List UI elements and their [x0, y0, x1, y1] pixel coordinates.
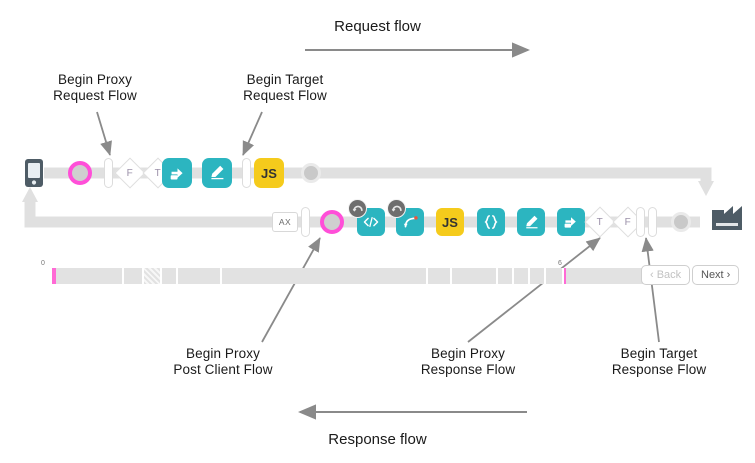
ax-box-icon: AX: [272, 212, 298, 232]
target-server-icon: [712, 206, 742, 230]
timeline-segment[interactable]: [162, 268, 178, 284]
loop-icon: [348, 199, 367, 218]
annotation-begin-proxy-response: Begin Proxy Response Flow: [420, 346, 516, 377]
edit-policy-response[interactable]: [517, 208, 545, 236]
leader-begin-proxy-request: [96, 111, 112, 156]
timeline-segment[interactable]: [566, 268, 580, 284]
edit-policy[interactable]: [202, 158, 232, 188]
next-button[interactable]: Next ›: [692, 265, 740, 285]
condition-false-label: F: [126, 167, 134, 179]
curved-arrow-icon: [387, 199, 424, 236]
post-client-gate[interactable]: [301, 207, 310, 237]
timeline-segment[interactable]: [222, 268, 428, 284]
assign-message-policy[interactable]: [162, 158, 192, 188]
begin-target-request-gate[interactable]: [242, 158, 251, 188]
condition-false-label: F: [624, 216, 632, 228]
flow-gate[interactable]: [104, 158, 113, 188]
timeline-segment[interactable]: [428, 268, 452, 284]
json-policy[interactable]: [477, 208, 505, 236]
javascript-policy[interactable]: JS: [254, 158, 284, 188]
diamond-shape-icon: F: [114, 157, 146, 189]
timeline-segment[interactable]: [530, 268, 546, 284]
timeline-start-label: 0: [41, 260, 45, 267]
loop-icon: [387, 199, 406, 218]
javascript-tile-icon: JS: [254, 158, 284, 188]
timeline-end-marker: [564, 268, 566, 284]
annotation-begin-proxy-request: Begin Proxy Request Flow: [53, 72, 137, 103]
begin-proxy-request-marker[interactable]: [68, 161, 92, 185]
response-track-path: [22, 187, 700, 228]
begin-proxy-post-client-marker[interactable]: [320, 210, 344, 234]
annotation-begin-proxy-post-client: Begin Proxy Post Client Flow: [173, 346, 273, 377]
pencil-icon: [517, 208, 545, 236]
assign-message-policy-response[interactable]: [557, 208, 585, 236]
response-flow-end-marker[interactable]: [671, 212, 691, 232]
condition-false-diamond[interactable]: F: [114, 157, 146, 189]
timeline-segment[interactable]: [514, 268, 530, 284]
request-flow-end-marker[interactable]: [301, 163, 321, 183]
back-button[interactable]: ‹ Back: [641, 265, 691, 285]
gray-ring-icon: [301, 163, 321, 183]
annotation-begin-target-response: Begin Target Response Flow: [611, 346, 707, 377]
leader-begin-target-response: [641, 237, 660, 343]
annotation-begin-target-request: Begin Target Request Flow: [243, 72, 327, 103]
timeline-segment[interactable]: [498, 268, 514, 284]
pink-ring-icon: [68, 161, 92, 185]
gate-bar-icon: [636, 207, 645, 237]
client-phone-icon: [25, 159, 43, 187]
response-flow-title: Response flow: [328, 431, 427, 448]
condition-true-diamond-response[interactable]: T: [584, 206, 616, 238]
javascript-tile-icon: JS: [436, 208, 464, 236]
braces-icon: [477, 208, 505, 236]
begin-proxy-response-gate[interactable]: [636, 207, 645, 237]
timeline-end-label: 6: [558, 260, 562, 267]
xml-policy[interactable]: [348, 199, 385, 236]
pencil-icon: [202, 158, 232, 188]
ax-analytics-node[interactable]: AX: [272, 212, 298, 232]
gate-bar-icon: [104, 158, 113, 188]
condition-true-label: T: [596, 216, 604, 228]
condition-true-label: T: [154, 167, 162, 179]
timeline-segment[interactable]: [124, 268, 144, 284]
timeline-segment-hatched[interactable]: [144, 268, 162, 284]
pink-ring-icon: [320, 210, 344, 234]
gate-bar-icon: [648, 207, 657, 237]
request-track-path: [44, 167, 714, 196]
raise-fault-policy[interactable]: [387, 199, 424, 236]
gray-ring-icon: [671, 212, 691, 232]
leader-begin-proxy-response: [467, 237, 601, 343]
request-flow-title: Request flow: [334, 18, 421, 35]
javascript-policy-response[interactable]: JS: [436, 208, 464, 236]
timeline-start-marker: [52, 268, 56, 284]
trace-timeline[interactable]: [52, 268, 647, 284]
gate-bar-icon: [301, 207, 310, 237]
diamond-shape-icon: T: [584, 206, 616, 238]
timeline-segment[interactable]: [452, 268, 498, 284]
timeline-segment[interactable]: [178, 268, 222, 284]
leader-begin-proxy-post-client: [261, 237, 321, 343]
begin-target-response-gate[interactable]: [648, 207, 657, 237]
arrow-out-icon: [162, 158, 192, 188]
arrow-out-icon: [557, 208, 585, 236]
code-tags-icon: [348, 199, 385, 236]
timeline-segment[interactable]: [56, 268, 124, 284]
leader-begin-target-request: [242, 111, 263, 156]
gate-bar-icon: [242, 158, 251, 188]
timeline-segment[interactable]: [546, 268, 564, 284]
